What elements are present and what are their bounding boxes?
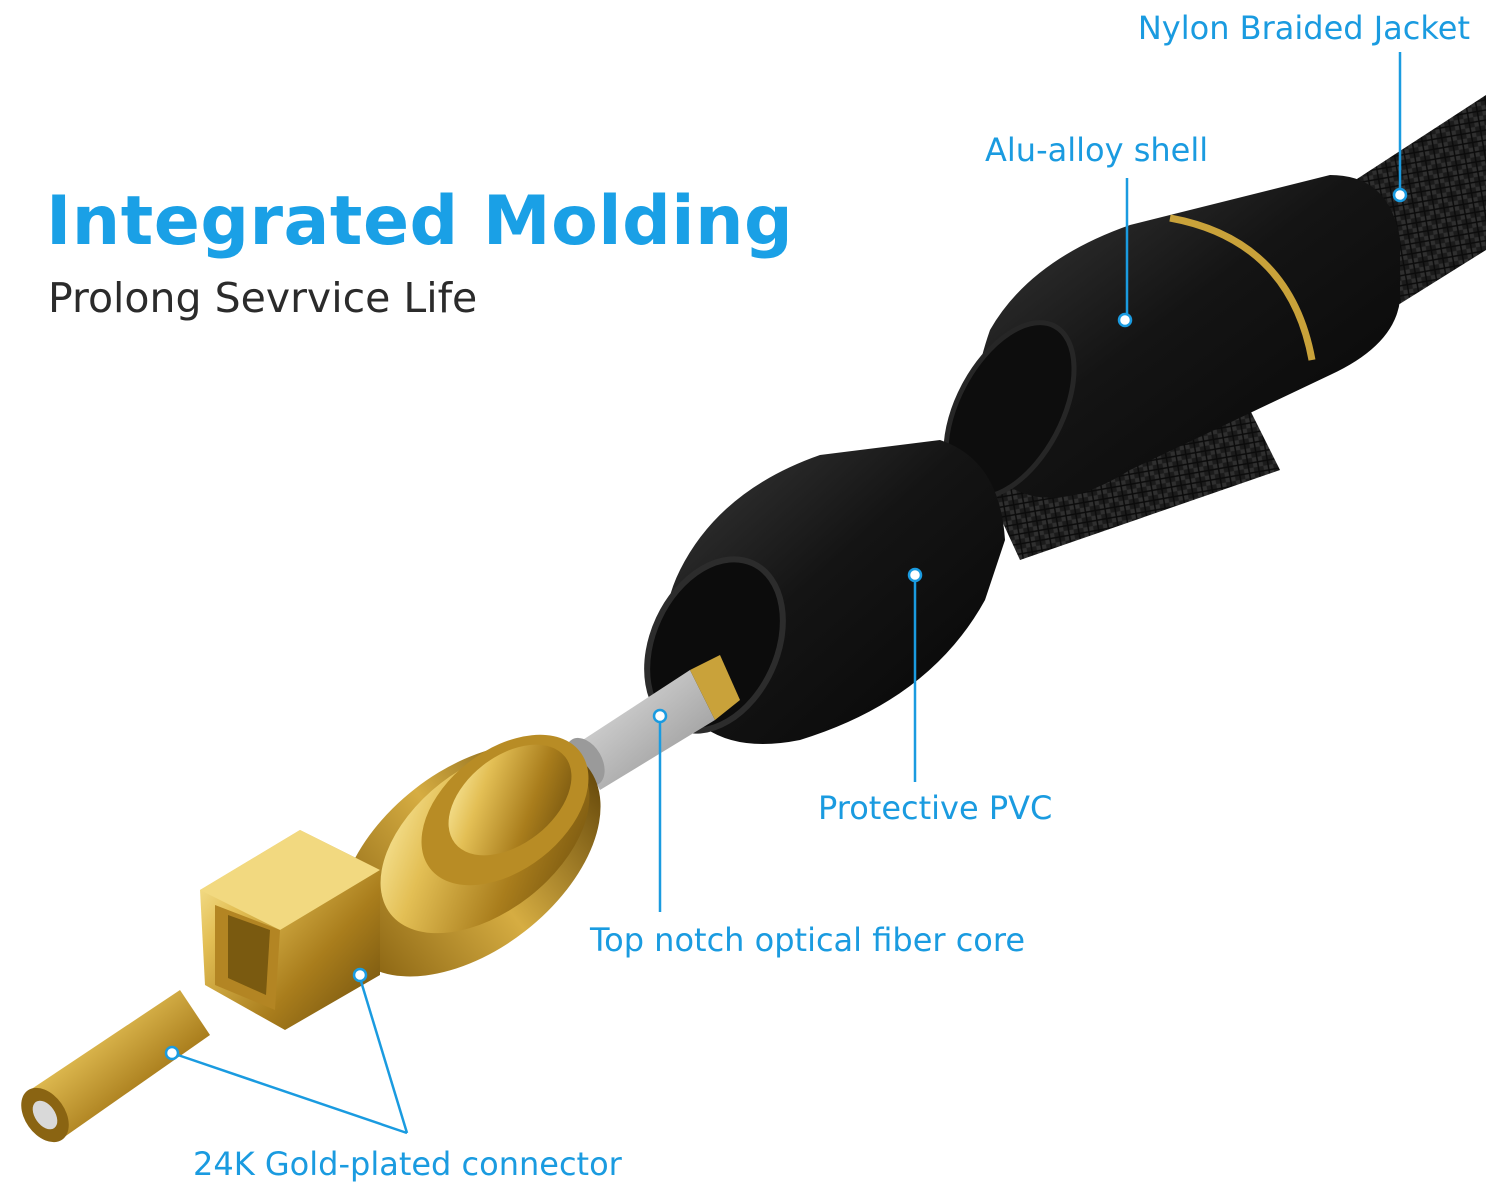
callout-alu-alloy-shell: Alu-alloy shell: [985, 131, 1209, 169]
alu-alloy-shell: [943, 175, 1400, 500]
callout-optical-fiber-core: Top notch optical fiber core: [590, 921, 1026, 959]
callout-protective-pvc: Protective PVC: [818, 789, 1053, 827]
callout-dots: [164, 187, 1408, 1061]
leader-lines: [171, 52, 1402, 1135]
page-title: Integrated Molding: [46, 182, 794, 261]
callout-gold-plated-connector: 24K Gold-plated connector: [193, 1145, 622, 1183]
gold-ferrule: [21, 990, 210, 1143]
page-subtitle: Prolong Sevrvice Life: [48, 274, 478, 322]
callout-nylon-braided-jacket: Nylon Braided Jacket: [1137, 9, 1470, 47]
gold-connector-body: [200, 734, 601, 1030]
